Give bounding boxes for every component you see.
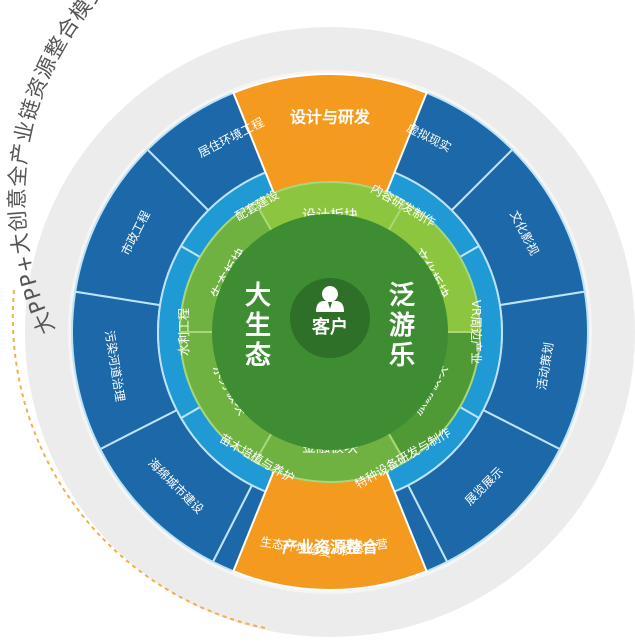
person-icon bbox=[316, 286, 344, 312]
core-right-label: 泛游乐 bbox=[389, 281, 415, 371]
center-label: 客户 bbox=[312, 316, 348, 338]
core-left-label: 大生态 bbox=[245, 281, 271, 371]
inner-ring-label: VR周边产业 bbox=[469, 300, 483, 365]
rings-layer bbox=[71, 73, 589, 591]
halo-dashed-arc bbox=[11, 289, 266, 629]
highlight-top-label: 设计与研发 bbox=[290, 108, 371, 127]
outer-ring-label: 投资运营 bbox=[339, 536, 389, 558]
highlight-bottom-label: 产业资源整合 bbox=[282, 538, 379, 557]
center-circle bbox=[290, 278, 370, 358]
inner-ring-label: 水利工程 bbox=[176, 308, 191, 356]
